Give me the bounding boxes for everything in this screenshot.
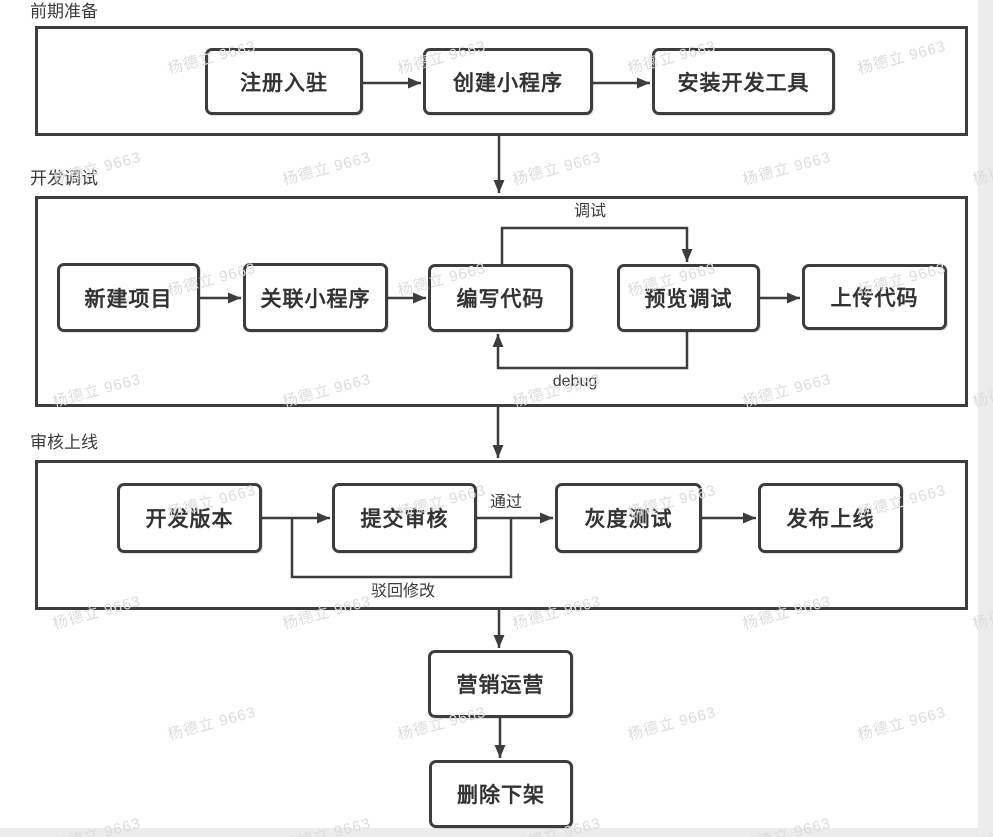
edge-label-pass: 通过 (489, 494, 523, 511)
node-new-project: 新建项目 (57, 263, 200, 332)
edge-label-reject-modify: 驳回修改 (370, 583, 436, 600)
arrow-preview-to-writecode-loop (492, 332, 689, 370)
node-release: 发布上线 (758, 483, 903, 553)
edge-label-debug-top: 调试 (573, 203, 607, 220)
canvas-edge-right (978, 0, 993, 837)
node-submit-review: 提交审核 (332, 483, 477, 553)
arrow-reject-return-loop (290, 518, 513, 579)
section-label-review: 审核上线 (30, 433, 98, 452)
node-delist: 删除下架 (429, 760, 573, 828)
node-upload-code: 上传代码 (802, 264, 947, 330)
node-register: 注册入驻 (205, 48, 363, 115)
node-gray-test: 灰度测试 (555, 483, 702, 553)
section-container-preparation (35, 26, 968, 136)
node-dev-version: 开发版本 (117, 483, 262, 553)
node-marketing: 营销运营 (428, 650, 573, 718)
section-container-development (35, 196, 968, 407)
node-install-devtools: 安装开发工具 (652, 48, 835, 115)
canvas-edge-bottom (0, 828, 993, 837)
section-label-preparation: 前期准备 (30, 2, 98, 21)
section-label-development: 开发调试 (30, 169, 98, 188)
node-link-miniprogram: 关联小程序 (243, 263, 388, 332)
node-write-code: 编写代码 (428, 264, 573, 332)
arrow-writecode-to-preview-loop (500, 226, 693, 264)
edge-label-debug-bottom: debug (552, 373, 598, 390)
section-container-review (35, 460, 968, 610)
node-preview-debug: 预览调试 (617, 264, 760, 332)
node-create-miniprogram: 创建小程序 (423, 48, 593, 115)
